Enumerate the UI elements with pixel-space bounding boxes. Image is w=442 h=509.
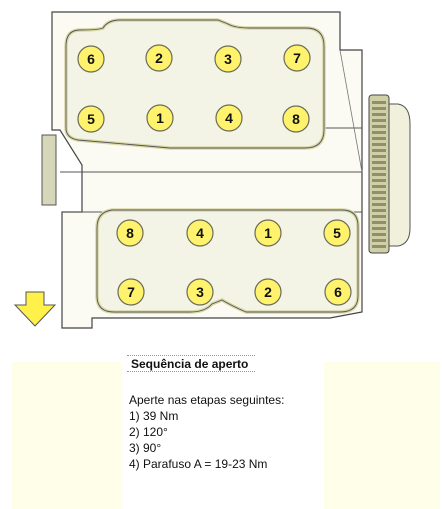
lower-bolt-label: 5 bbox=[333, 225, 341, 241]
lower-bolt-label: 2 bbox=[264, 284, 272, 300]
pulley-teeth bbox=[372, 101, 386, 248]
pulley-tooth bbox=[372, 197, 386, 200]
pulley-tooth bbox=[372, 155, 386, 158]
upper-bolt: 1 bbox=[146, 104, 174, 132]
pulley-tooth bbox=[372, 191, 386, 194]
cylinder-head-diagram: 6 2 3 7 5 1 4 8 8 4 1 5 7 3 2 6 bbox=[13, 11, 411, 329]
pulley-tooth bbox=[372, 131, 386, 134]
pulley-tooth bbox=[372, 239, 386, 242]
pulley-tooth bbox=[372, 143, 386, 146]
pulley-tooth bbox=[372, 125, 386, 128]
pulley-tooth bbox=[372, 215, 386, 218]
pulley-housing bbox=[385, 103, 411, 247]
instruction-step: 3) 90° bbox=[129, 441, 162, 455]
pulley-tooth bbox=[372, 119, 386, 122]
instruction-step: 4) Parafuso A = 19-23 Nm bbox=[129, 457, 268, 471]
lower-bolt-label: 1 bbox=[264, 225, 272, 241]
instruction-intro: Aperte nas etapas seguintes: bbox=[129, 393, 285, 407]
pulley-tooth bbox=[372, 203, 386, 206]
left-spacer bbox=[41, 134, 57, 206]
lower-head-inner-outline bbox=[96, 209, 359, 313]
instruction-panel-left bbox=[12, 362, 122, 509]
lower-bolt: 1 bbox=[254, 219, 282, 247]
pulley-tooth bbox=[372, 161, 386, 164]
upper-bolt: 8 bbox=[282, 105, 310, 133]
upper-bolt: 7 bbox=[283, 44, 311, 72]
instruction-title: Sequência de aperto bbox=[131, 357, 249, 371]
upper-head-bolts: 6 2 3 7 5 1 4 8 bbox=[77, 44, 311, 133]
pulley-tooth bbox=[372, 167, 386, 170]
upper-bolt-label: 8 bbox=[292, 111, 300, 127]
upper-bolt-label: 3 bbox=[224, 51, 232, 67]
pulley-tooth bbox=[372, 107, 386, 110]
pulley-tooth bbox=[372, 245, 386, 248]
instruction-step: 2) 120° bbox=[129, 425, 168, 439]
upper-bolt: 2 bbox=[145, 44, 173, 72]
instruction-step: 1) 39 Nm bbox=[129, 409, 179, 423]
pulley-tooth bbox=[372, 233, 386, 236]
upper-bolt: 6 bbox=[77, 45, 105, 73]
down-arrow-icon bbox=[13, 291, 57, 327]
lower-bolt-label: 3 bbox=[196, 284, 204, 300]
title-box: Sequência de aperto bbox=[127, 355, 255, 372]
upper-bolt-label: 2 bbox=[155, 50, 163, 66]
instruction-text: Aperte nas etapas seguintes: 1) 39 Nm 2)… bbox=[129, 392, 284, 472]
upper-bolt-label: 5 bbox=[87, 111, 95, 127]
upper-cylinder-head bbox=[64, 18, 326, 150]
lower-bolt: 7 bbox=[117, 278, 145, 306]
pulley-tooth bbox=[372, 101, 386, 104]
pulley-tooth bbox=[372, 113, 386, 116]
pulley-tooth bbox=[372, 209, 386, 212]
pulley-tooth bbox=[372, 173, 386, 176]
pulley-tooth bbox=[372, 179, 386, 182]
lower-bolt: 8 bbox=[116, 219, 144, 247]
upper-bolt-label: 1 bbox=[156, 110, 164, 126]
lower-bolt: 5 bbox=[323, 219, 351, 247]
upper-bolt: 4 bbox=[215, 104, 243, 132]
pulley-tooth bbox=[372, 227, 386, 230]
upper-bolt-label: 6 bbox=[87, 51, 95, 67]
lower-bolt: 2 bbox=[254, 278, 282, 306]
lower-bolt-label: 4 bbox=[196, 225, 204, 241]
lower-bolt: 4 bbox=[186, 219, 214, 247]
pulley-tooth bbox=[372, 137, 386, 140]
pulley-tooth bbox=[372, 185, 386, 188]
instruction-panel-right bbox=[324, 362, 440, 509]
lower-head-bolts: 8 4 1 5 7 3 2 6 bbox=[116, 219, 352, 306]
lower-bolt-label: 8 bbox=[126, 225, 134, 241]
lower-bolt: 6 bbox=[324, 278, 352, 306]
block-seam-diagonal bbox=[339, 49, 363, 173]
upper-bolt-label: 4 bbox=[225, 110, 233, 126]
lower-bolt-label: 6 bbox=[334, 284, 342, 300]
upper-bolt: 5 bbox=[77, 105, 105, 133]
pulley-tooth bbox=[372, 221, 386, 224]
upper-bolt-label: 7 bbox=[293, 50, 301, 66]
pulley-tooth bbox=[372, 149, 386, 152]
lower-bolt-label: 7 bbox=[127, 284, 135, 300]
upper-bolt: 3 bbox=[214, 45, 242, 73]
upper-head-inner-outline bbox=[65, 19, 325, 149]
lower-bolt: 3 bbox=[186, 278, 214, 306]
